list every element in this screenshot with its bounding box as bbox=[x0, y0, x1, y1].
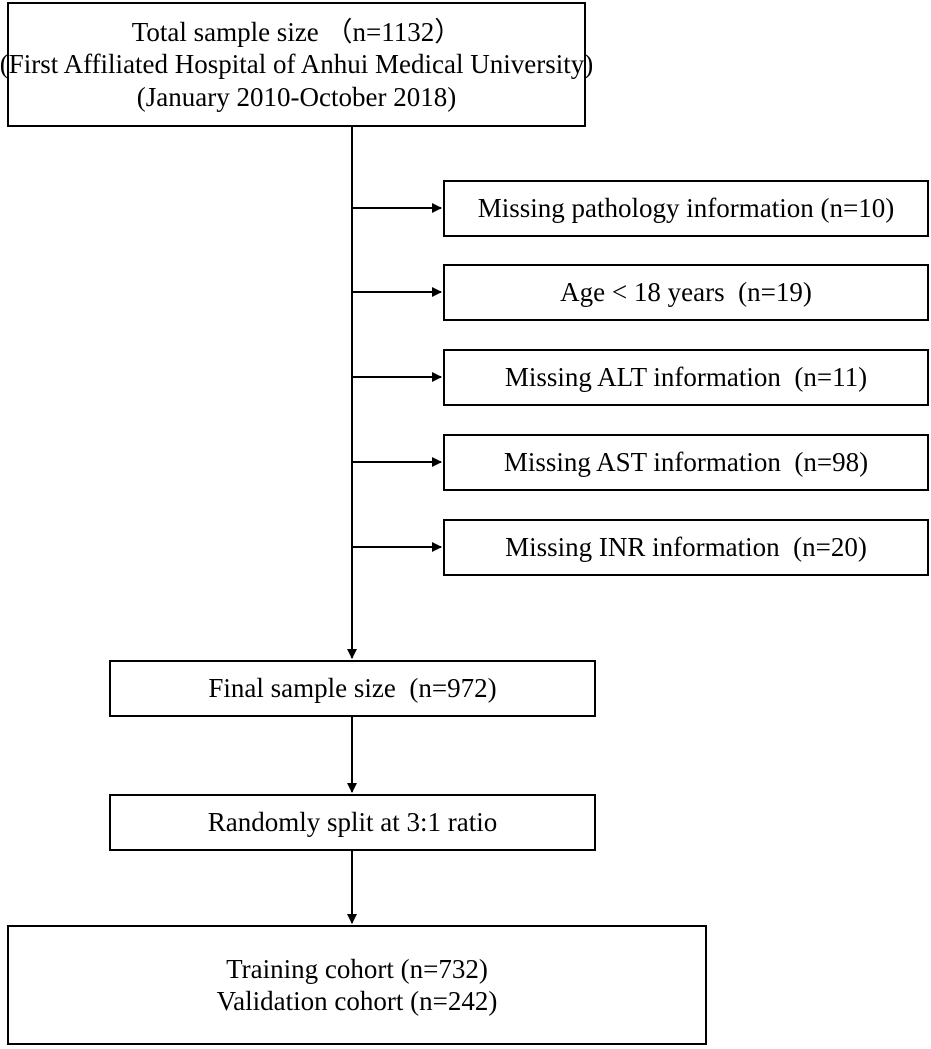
date-range-text: (January 2010-October 2018) bbox=[136, 81, 457, 112]
random-split-box: Randomly split at 3:1 ratio bbox=[109, 794, 596, 851]
hospital-text: (First Affiliated Hospital of Anhui Medi… bbox=[0, 49, 594, 80]
exclusion-text: Missing ALT information (n=11) bbox=[504, 362, 868, 393]
random-split-text: Randomly split at 3:1 ratio bbox=[207, 807, 498, 838]
exclusion-box-pathology: Missing pathology information (n=10) bbox=[443, 180, 929, 237]
exclusion-text: Missing AST information (n=98) bbox=[503, 447, 869, 478]
cohorts-box: Training cohort (n=732) Validation cohor… bbox=[7, 925, 707, 1045]
exclusion-box-ast: Missing AST information (n=98) bbox=[443, 434, 929, 491]
exclusion-text: Missing pathology information (n=10) bbox=[477, 193, 895, 224]
exclusion-text: Age < 18 years (n=19) bbox=[560, 277, 812, 308]
total-sample-size-text: Total sample size （n=1132） bbox=[131, 16, 462, 47]
exclusion-text: Missing INR information (n=20) bbox=[505, 532, 867, 563]
final-sample-box: Final sample size (n=972) bbox=[109, 660, 596, 717]
validation-cohort-text: Validation cohort (n=242) bbox=[216, 986, 498, 1016]
exclusion-box-alt: Missing ALT information (n=11) bbox=[443, 349, 929, 406]
exclusion-box-inr: Missing INR information (n=20) bbox=[443, 519, 929, 576]
total-sample-box: Total sample size （n=1132） (First Affili… bbox=[0, 2, 593, 127]
training-cohort-text: Training cohort (n=732) bbox=[226, 953, 488, 984]
exclusion-box-age: Age < 18 years (n=19) bbox=[443, 264, 929, 321]
final-sample-text: Final sample size (n=972) bbox=[208, 673, 497, 704]
